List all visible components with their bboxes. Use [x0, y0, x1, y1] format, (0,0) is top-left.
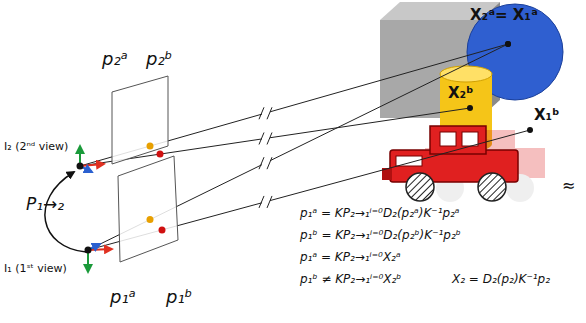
point-label: p₁ᵇ — [166, 286, 192, 308]
ray — [80, 44, 508, 166]
equation: p₁ᵃ = KP₂→₁ⁱ⁼⁰X₂ᵃ — [300, 250, 401, 264]
point-label: p₁ᵃ — [110, 286, 136, 308]
ray — [88, 44, 508, 250]
scene-point-label: X₂ᵃ= X₁ᵃ — [470, 6, 538, 24]
point-label: p₂ᵃ — [102, 48, 128, 70]
image-point — [157, 151, 164, 158]
view-label: I₂ (2ⁿᵈ view) — [4, 140, 68, 153]
equation: p₁ᵃ = KP₂→₁ⁱ⁼⁰D₂(p₂ᵃ)K⁻¹p₂ᵃ — [300, 206, 460, 220]
break-mark — [267, 107, 272, 119]
equation: X₂ = D₂(p₂)K⁻¹p₂ — [452, 272, 550, 286]
equation: p₁ᵇ ≠ KP₂→₁ⁱ⁼⁰X₂ᵇ — [300, 272, 402, 286]
projection-dots — [147, 143, 166, 234]
break-mark — [259, 132, 264, 144]
break-mark — [267, 132, 272, 144]
pose-label: P₁→₂ — [26, 194, 64, 214]
approx-mark: ≈ — [562, 176, 575, 195]
image-plane-2 — [112, 76, 168, 164]
image-point — [147, 216, 154, 223]
scene-point-label: X₂ᵇ — [448, 84, 473, 102]
break-mark — [267, 196, 272, 208]
scene-point — [505, 41, 511, 47]
point-label: p₂ᵇ — [146, 48, 172, 70]
scene-point — [505, 41, 511, 47]
break-mark — [259, 107, 264, 119]
view-label: I₁ (1ˢᵗ view) — [4, 262, 67, 275]
camera-1-axes — [85, 244, 113, 272]
scene-point — [527, 127, 533, 133]
break-mark — [267, 157, 272, 169]
scene-point-label: X₁ᵇ — [534, 106, 559, 124]
break-mark — [259, 157, 264, 169]
car — [382, 126, 518, 201]
camera-2-axes — [77, 146, 105, 172]
break-mark — [259, 196, 264, 208]
scene-point — [467, 105, 473, 111]
rays — [80, 41, 533, 250]
equation: p₁ᵇ = KP₂→₁ⁱ⁼⁰D₂(p₂ᵇ)K⁻¹p₂ᵇ — [300, 228, 461, 242]
image-point — [159, 226, 166, 233]
image-plane-1 — [118, 156, 178, 262]
image-point — [147, 143, 154, 150]
